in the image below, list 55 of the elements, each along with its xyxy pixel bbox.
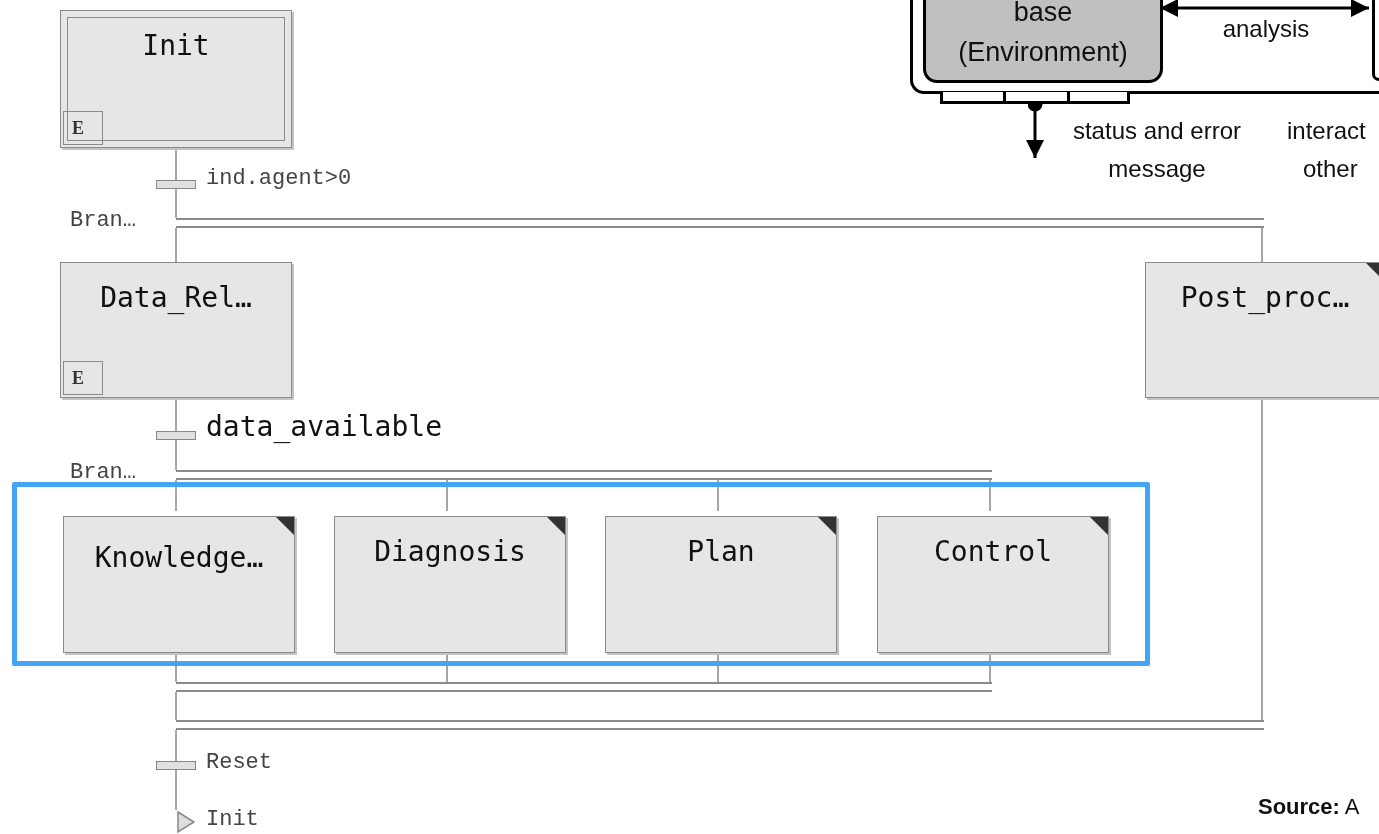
step-box	[1145, 262, 1379, 398]
transition-condition: ind.agent>0	[206, 166, 352, 191]
initial-step-box	[60, 10, 292, 148]
parallel-branch-bar	[176, 218, 1264, 228]
transition-bar	[156, 180, 196, 189]
annotation-text: interact	[1287, 116, 1366, 146]
step-name: Control	[933, 535, 1053, 568]
module-name: base (Environment)	[957, 0, 1129, 69]
transition-bar	[156, 431, 196, 440]
branch-label: Bran…	[70, 208, 136, 233]
action-qualifier: E	[63, 111, 103, 145]
connector-line	[175, 147, 177, 181]
transition-condition: Reset	[206, 750, 272, 775]
parallel-branch-bar	[176, 720, 1264, 730]
step-box	[60, 262, 292, 398]
annotation-text: other	[1303, 154, 1358, 184]
port-bar	[940, 92, 1130, 104]
connector-line	[446, 479, 448, 512]
highlight-frame	[12, 482, 1150, 666]
parallel-branch-bar	[176, 682, 992, 692]
module-box	[1372, 0, 1379, 81]
step-name: Plan	[686, 535, 756, 568]
connector-line	[1261, 397, 1263, 721]
connector-line	[175, 479, 177, 512]
step-box	[877, 516, 1109, 653]
connector-line	[175, 729, 177, 762]
connector-line	[175, 227, 177, 263]
connector-line	[717, 479, 719, 512]
jump-target-label: Init	[206, 807, 259, 832]
step-name: Post_proc…	[1179, 281, 1351, 314]
module-box	[923, 0, 1163, 83]
parallel-branch-bar	[176, 470, 992, 480]
action-qualifier: E	[63, 361, 103, 395]
connector-line	[175, 769, 177, 811]
step-box	[605, 516, 837, 653]
edge-label: analysis	[1221, 14, 1311, 44]
branch-label: Bran…	[70, 460, 136, 485]
connector-line	[175, 397, 177, 432]
connector-line	[175, 439, 177, 471]
transition-condition: data_available	[206, 410, 442, 443]
step-box	[334, 516, 566, 653]
jump-triangle	[176, 810, 196, 834]
source-note: Source: A	[1258, 793, 1360, 821]
outer-frame	[910, 0, 1379, 94]
step-name: Data_Rel…	[99, 281, 253, 314]
edge-label: status and error message	[1071, 116, 1243, 184]
step-box	[63, 516, 295, 653]
connector-line	[175, 691, 177, 721]
step-name: Diagnosis	[373, 535, 527, 568]
connector-line	[1261, 227, 1263, 263]
connector-line	[175, 188, 177, 219]
step-name: Knowledge…	[93, 541, 265, 574]
transition-bar	[156, 761, 196, 770]
connector-line	[989, 479, 991, 512]
step-name: Init	[141, 29, 211, 62]
